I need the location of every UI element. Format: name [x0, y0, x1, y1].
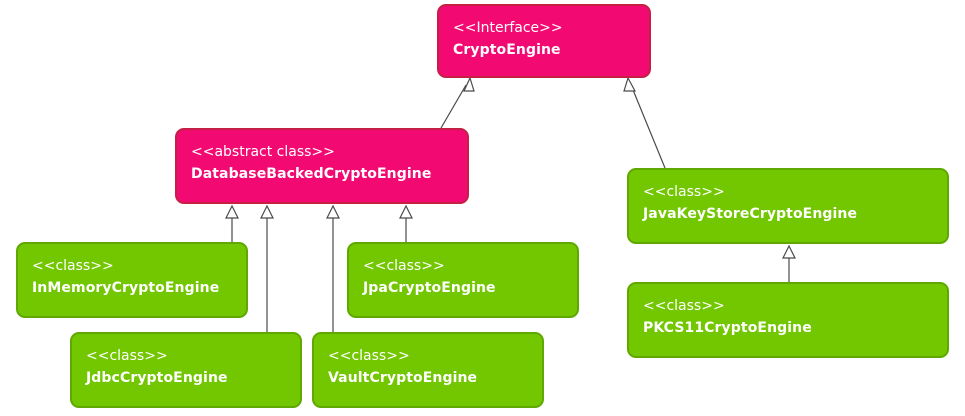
node-jpa-crypto-engine[interactable]: <<class>> JpaCryptoEngine [347, 242, 579, 318]
node-pkcs11-crypto-engine[interactable]: <<class>> PKCS11CryptoEngine [627, 282, 949, 358]
node-java-key-store-crypto-engine[interactable]: <<class>> JavaKeyStoreCryptoEngine [627, 168, 949, 244]
node-database-backed-crypto-engine[interactable]: <<abstract class>> DatabaseBackedCryptoE… [175, 128, 469, 204]
node-stereotype: <<Interface>> [453, 20, 563, 36]
node-name: PKCS11CryptoEngine [643, 319, 812, 336]
inheritance-arrowhead [463, 76, 475, 92]
edge-databasebacked-to-cryptoengine [440, 84, 467, 129]
node-name: DatabaseBackedCryptoEngine [191, 165, 432, 182]
node-stereotype: <<class>> [328, 348, 410, 364]
node-vault-crypto-engine[interactable]: <<class>> VaultCryptoEngine [312, 332, 544, 408]
inheritance-arrowhead [399, 204, 413, 219]
node-name: VaultCryptoEngine [328, 369, 478, 386]
inheritance-arrowhead [225, 204, 239, 219]
node-in-memory-crypto-engine[interactable]: <<class>> InMemoryCryptoEngine [16, 242, 248, 318]
edge-javakeystore-to-cryptoengine [630, 84, 666, 169]
node-stereotype: <<class>> [363, 258, 445, 274]
node-name: InMemoryCryptoEngine [32, 279, 220, 296]
node-stereotype: <<class>> [32, 258, 114, 274]
node-name: JdbcCryptoEngine [86, 369, 228, 386]
node-crypto-engine[interactable]: <<Interface>> CryptoEngine [437, 4, 651, 78]
node-name: JpaCryptoEngine [363, 279, 496, 296]
inheritance-arrowhead [782, 244, 796, 259]
inheritance-arrowhead [326, 204, 340, 219]
node-name: JavaKeyStoreCryptoEngine [643, 205, 858, 222]
node-jdbc-crypto-engine[interactable]: <<class>> JdbcCryptoEngine [70, 332, 302, 408]
node-stereotype: <<class>> [643, 184, 725, 200]
inheritance-arrowhead [260, 204, 274, 219]
node-name: CryptoEngine [453, 41, 561, 58]
node-stereotype: <<class>> [643, 298, 725, 314]
inheritance-arrowhead [623, 76, 637, 92]
node-stereotype: <<class>> [86, 348, 168, 364]
node-stereotype: <<abstract class>> [191, 144, 335, 160]
